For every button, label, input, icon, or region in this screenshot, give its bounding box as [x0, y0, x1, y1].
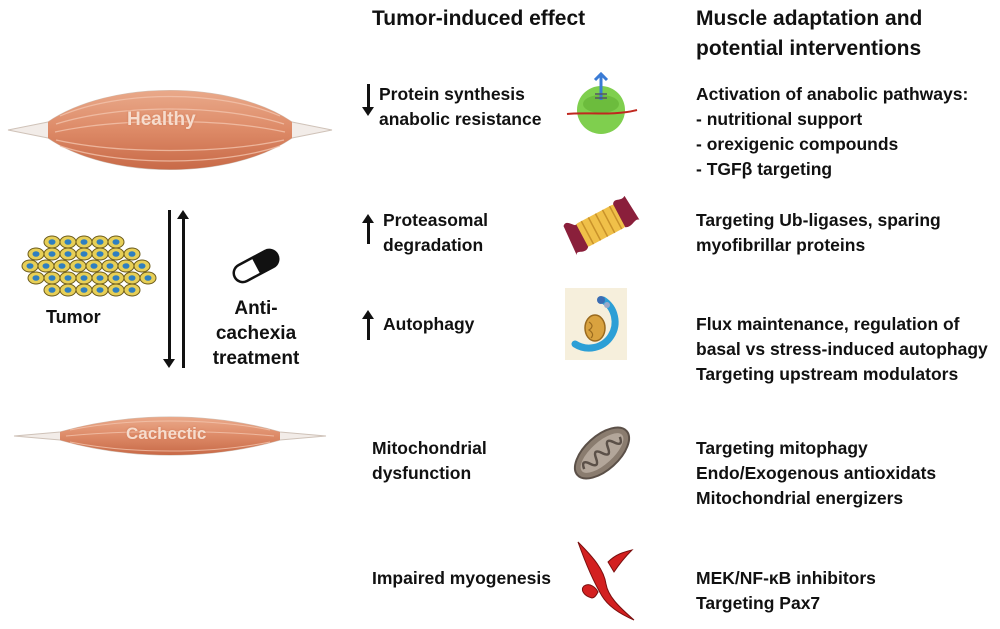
tumor-cell-nucleus	[58, 263, 66, 269]
treatment-label-line-2: treatment	[212, 348, 300, 369]
mitochondrion-icon	[566, 418, 638, 488]
row5-intervention-1: MEK/NF-κB inhibitors	[696, 568, 876, 588]
tumor-cell-nucleus	[80, 287, 88, 293]
row3-effect: Autophagy	[383, 314, 475, 334]
row4-intervention-3: Mitochondrial energizers	[696, 488, 904, 508]
tumor-cell-nucleus	[128, 251, 136, 257]
row4-intervention-1: Targeting mitophagy	[696, 438, 868, 458]
row2-intervention-2: myofibrillar proteins	[696, 235, 866, 255]
header-muscle-adaptation-line-1: Muscle adaptation and	[696, 7, 923, 30]
tumor-cell-nucleus	[96, 239, 104, 245]
tumor-cell-nucleus	[64, 251, 72, 257]
healthy-label: Healthy	[127, 109, 196, 130]
recovery-arrow	[177, 210, 189, 368]
tumor-cell-nucleus	[96, 275, 104, 281]
row1-interventions: Activation of anabolic pathways: - nutri…	[696, 82, 968, 182]
tumor-cell-nucleus	[26, 263, 34, 269]
tumor-cell-nucleus	[64, 287, 72, 293]
row3-up-arrow	[362, 310, 374, 340]
tumor-cell-nucleus	[48, 275, 56, 281]
tumor-cell-nucleus	[96, 287, 104, 293]
header-muscle-adaptation: Muscle adaptation and potential interven…	[696, 4, 922, 64]
row1-effect-line-1: Protein synthesis	[379, 84, 525, 104]
tumor-cell-nucleus	[112, 275, 120, 281]
tumor-cell-nucleus	[80, 275, 88, 281]
myoblast-icon	[574, 540, 638, 622]
row4-interventions: Targeting mitophagy Endo/Exogenous antio…	[696, 436, 936, 511]
cachectic-label: Cachectic	[126, 424, 207, 443]
row1-intervention-2: - nutritional support	[696, 109, 863, 129]
proteasome-icon	[560, 194, 644, 258]
row1-intervention-4: - TGFβ targeting	[696, 159, 833, 179]
row2-effect-line-1: Proteasomal	[383, 210, 489, 230]
row1-down-arrow	[362, 84, 374, 116]
row5-interventions: MEK/NF-κB inhibitors Targeting Pax7	[696, 566, 876, 616]
tumor-cell-nucleus	[122, 263, 130, 269]
tumor-cells-illustration	[18, 232, 158, 300]
row5-intervention-2: Targeting Pax7	[696, 593, 821, 613]
row2-up-arrow	[362, 214, 374, 244]
decline-arrow	[163, 210, 175, 368]
autophagosome-icon	[565, 288, 627, 360]
row3-intervention-1: Flux maintenance, regulation of	[696, 314, 960, 334]
tumor-cell-nucleus	[42, 263, 50, 269]
row1-intervention-3: - orexigenic compounds	[696, 134, 899, 154]
row1-effect: Protein synthesis anabolic resistance	[379, 82, 541, 132]
tumor-cell-nucleus	[90, 263, 98, 269]
row4-intervention-2: Endo/Exogenous antioxidats	[696, 463, 937, 483]
tumor-cell-nucleus	[48, 251, 56, 257]
tumor-cell-nucleus	[112, 251, 120, 257]
tumor-label: Tumor	[46, 307, 101, 327]
treatment-label-line-1: Anti-cachexia	[215, 298, 297, 344]
row2-effect: Proteasomal degradation	[383, 208, 488, 258]
ribosome-icon	[565, 70, 639, 140]
tumor-cell-nucleus	[32, 251, 40, 257]
tumor-cell-nucleus	[128, 287, 136, 293]
row3-intervention-3: Targeting upstream modulators	[696, 364, 959, 384]
tumor-cell-nucleus	[64, 275, 72, 281]
row4-effect: Mitochondrial dysfunction	[372, 436, 487, 486]
row2-interventions: Targeting Ub-ligases, sparing myofibrill…	[696, 208, 941, 258]
treatment-label: Anti-cachexia treatment	[196, 296, 316, 371]
pill-icon	[226, 246, 286, 286]
tumor-cell-nucleus	[144, 275, 152, 281]
tumor-cell-nucleus	[48, 287, 56, 293]
tumor-cell-nucleus	[96, 251, 104, 257]
healthy-muscle-illustration: Healthy	[0, 72, 340, 182]
header-tumor-effect: Tumor-induced effect	[372, 7, 586, 30]
row5-effect: Impaired myogenesis	[372, 568, 551, 588]
row3-interventions: Flux maintenance, regulation of basal vs…	[696, 312, 988, 387]
tumor-cell-nucleus	[138, 263, 146, 269]
tumor-cell-nucleus	[128, 275, 136, 281]
tumor-cell-nucleus	[74, 263, 82, 269]
tumor-cell-nucleus	[112, 239, 120, 245]
row3-intervention-2: basal vs stress-induced autophagy	[696, 339, 988, 359]
row2-effect-line-2: degradation	[383, 235, 484, 255]
row4-effect-line-1: Mitochondrial	[372, 438, 487, 458]
tumor-cell-nucleus	[32, 275, 40, 281]
tumor-cell-nucleus	[48, 239, 56, 245]
row1-intervention-1: Activation of anabolic pathways:	[696, 84, 969, 104]
tumor-cell-nucleus	[112, 287, 120, 293]
row2-intervention-1: Targeting Ub-ligases, sparing	[696, 210, 941, 230]
header-muscle-adaptation-line-2: potential interventions	[696, 37, 922, 60]
tumor-cell-nucleus	[80, 239, 88, 245]
tumor-cell-nucleus	[106, 263, 114, 269]
row1-effect-line-2: anabolic resistance	[379, 109, 542, 129]
cachectic-muscle-illustration: Cachectic	[0, 408, 340, 464]
tumor-cell-nucleus	[64, 239, 72, 245]
tumor-cell-nucleus	[80, 251, 88, 257]
row4-effect-line-2: dysfunction	[372, 463, 472, 483]
